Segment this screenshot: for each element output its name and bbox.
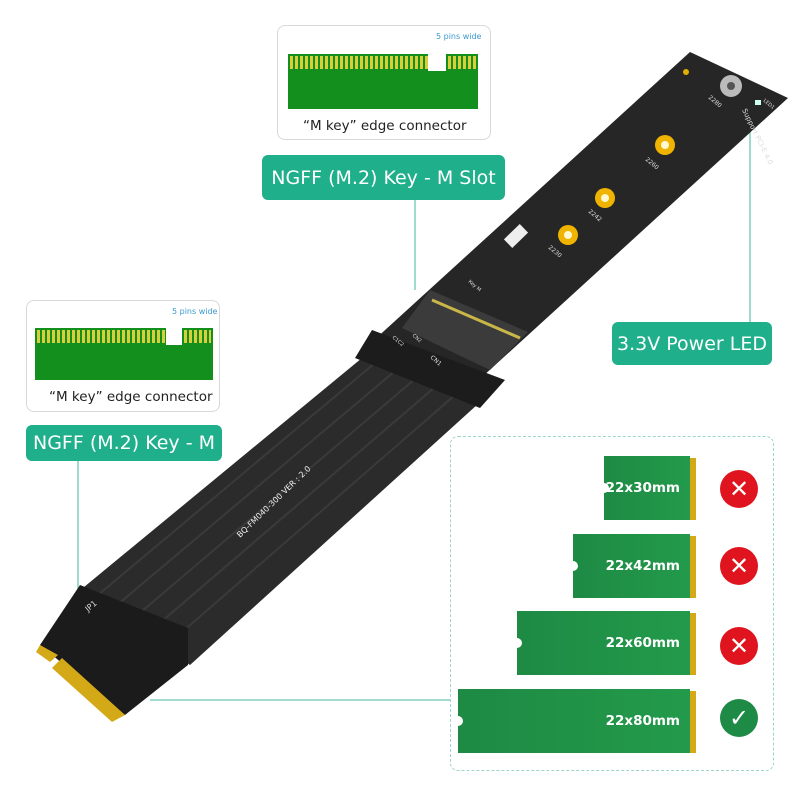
edge-connector-caption: “M key” edge connector xyxy=(49,389,213,405)
ssd-card-2230: 22x30mm xyxy=(599,456,690,520)
check-icon: ✓ xyxy=(720,699,758,737)
x-icon: ✕ xyxy=(720,627,758,665)
pins-wide-label: 5 pins wide xyxy=(172,307,218,316)
m2-slot[interactable] xyxy=(402,290,528,370)
label-cn2: CN2 xyxy=(411,333,423,344)
led-label: 3.3V Power LED xyxy=(612,322,772,365)
key-m-label: NGFF (M.2) Key - M xyxy=(26,425,222,461)
ssd-card-2242: 22x42mm xyxy=(568,534,690,598)
ssd-compatibility-panel: 22x30mm ✕ 22x42mm ✕ 22x60mm ✕ 22x80mm ✓ xyxy=(450,436,774,771)
m2-slot-board xyxy=(372,52,788,388)
edge-connector-diagram xyxy=(35,328,213,380)
ssd-card-2280: 22x80mm xyxy=(453,689,690,753)
edge-connector-caption: “M key” edge connector xyxy=(303,118,467,134)
power-led xyxy=(755,100,761,105)
edge-connector-callout-top: 5 pins wide “M key” edge connector xyxy=(277,25,491,140)
slot-connector-housing xyxy=(355,330,505,408)
edge-connector-callout-left: 5 pins wide “M key” edge connector xyxy=(26,300,220,412)
pins-wide-label: 5 pins wide xyxy=(436,32,482,41)
edge-connector-diagram xyxy=(288,54,478,109)
slot-label: NGFF (M.2) Key - M Slot xyxy=(262,155,505,200)
x-icon: ✕ xyxy=(720,547,758,585)
x-icon: ✕ xyxy=(720,470,758,508)
ssd-card-2260: 22x60mm xyxy=(512,611,690,675)
m2-key-m-plug xyxy=(40,585,188,715)
gold-fingers xyxy=(52,658,125,722)
